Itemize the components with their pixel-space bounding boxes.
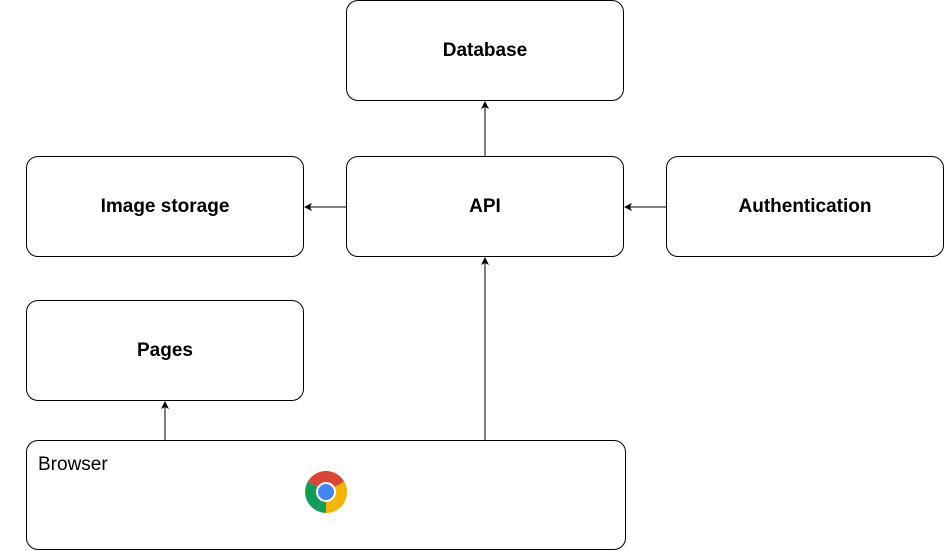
authentication-node[interactable]: Authentication (666, 156, 944, 257)
image-storage-node[interactable]: Image storage (26, 156, 304, 257)
database-node[interactable]: Database (346, 0, 624, 101)
database-label: Database (442, 39, 528, 61)
authentication-label: Authentication (738, 195, 872, 217)
browser-node[interactable]: Browser (26, 440, 626, 550)
api-label: API (469, 195, 501, 217)
pages-label: Pages (137, 339, 193, 361)
chrome-icon (305, 471, 347, 513)
image-storage-label: Image storage (100, 195, 230, 217)
api-node[interactable]: API (346, 156, 624, 257)
browser-label: Browser (38, 454, 108, 475)
pages-node[interactable]: Pages (26, 300, 304, 401)
